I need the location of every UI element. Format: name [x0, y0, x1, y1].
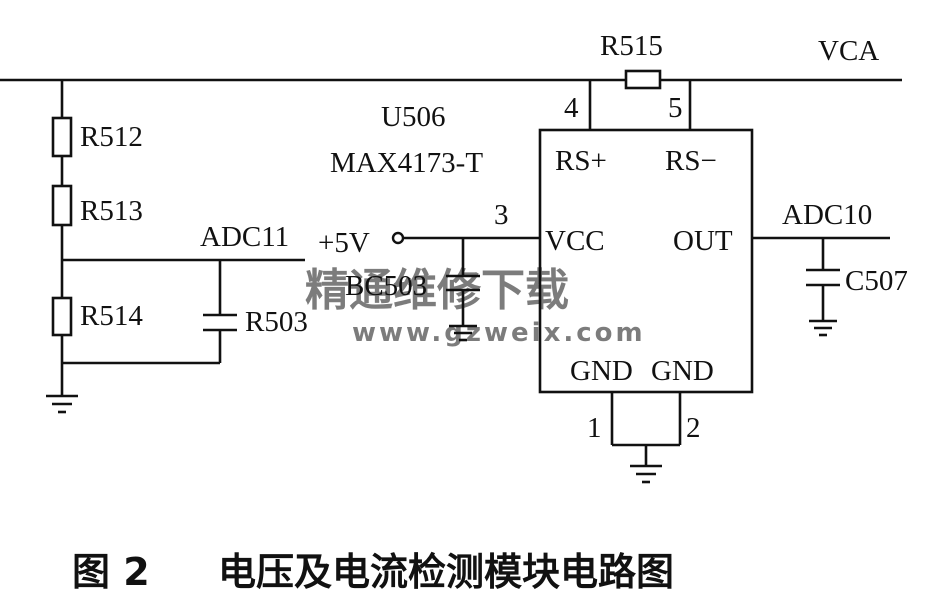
capacitor-r503	[203, 313, 237, 332]
divider-branch	[60, 80, 305, 395]
figure-title: 电压及电流检测模块电路图	[218, 550, 674, 594]
terminal-5v	[391, 231, 405, 245]
label-r515: R515	[600, 30, 663, 62]
label-pin1: 1	[587, 412, 602, 444]
label-vcc: VCC	[545, 225, 605, 257]
label-r503: R503	[245, 306, 308, 338]
resistor-r515	[624, 69, 662, 90]
label-part-number: MAX4173-T	[330, 147, 483, 179]
capacitor-bc503	[446, 238, 480, 342]
label-u506: U506	[381, 101, 445, 133]
chip-pins	[403, 80, 890, 465]
label-pin2: 2	[686, 412, 701, 444]
resistor-r514	[51, 296, 73, 337]
watermark-text: 精通维修下载	[305, 265, 569, 316]
label-rs-minus: RS−	[665, 145, 717, 177]
label-gnd-1: GND	[570, 355, 633, 387]
figure-number: 图 2	[72, 550, 150, 594]
label-r514: R514	[80, 300, 143, 332]
label-5v: +5V	[318, 227, 370, 259]
ground-symbol-chip	[630, 464, 662, 484]
watermark-url: www.gzweix.com	[352, 318, 646, 348]
label-r512: R512	[80, 121, 143, 153]
resistor-r513	[51, 184, 73, 227]
ground-symbol-left	[46, 394, 78, 414]
label-pin5: 5	[668, 92, 683, 124]
label-r513: R513	[80, 195, 143, 227]
label-pin4: 4	[564, 92, 579, 124]
label-gnd-2: GND	[651, 355, 714, 387]
label-pin3: 3	[494, 199, 509, 231]
resistor-r512	[51, 116, 73, 158]
chip-u506	[538, 128, 754, 394]
label-vca: VCA	[818, 35, 879, 67]
label-out: OUT	[673, 225, 733, 257]
label-bc503: BC503	[345, 270, 427, 302]
label-c507: C507	[845, 265, 908, 297]
label-adc10: ADC10	[782, 199, 872, 231]
capacitor-c507	[806, 238, 840, 337]
label-adc11: ADC11	[200, 221, 289, 253]
label-rs-plus: RS+	[555, 145, 607, 177]
